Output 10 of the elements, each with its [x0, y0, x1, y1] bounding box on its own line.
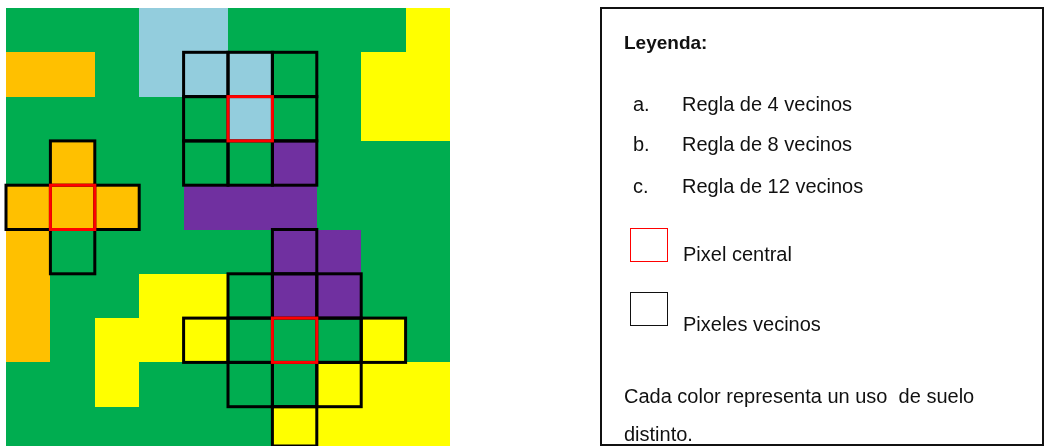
list-item: Regla de 12 vecinos [682, 174, 864, 198]
legend-title: Leyenda: [624, 31, 708, 55]
list-marker: b. [633, 132, 650, 156]
list-marker: a. [633, 92, 650, 116]
list-marker: c. [633, 174, 649, 198]
legend-label: Pixel central [683, 242, 792, 266]
list-item: Regla de 8 vecinos [682, 132, 853, 156]
legend-label: Pixeles vecinos [683, 312, 821, 336]
list-item: Regla de 4 vecinos [682, 92, 853, 116]
note-text: Cada color representa un uso de suelo distinto. [624, 384, 976, 446]
